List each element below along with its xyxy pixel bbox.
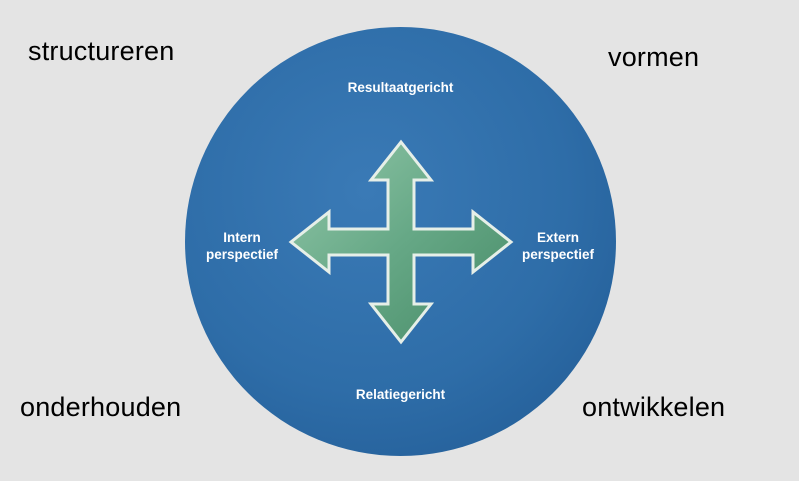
label-intern-line2: perspectief xyxy=(205,246,279,262)
corner-label-top-right: vormen xyxy=(608,42,700,72)
label-extern-line2: perspectief xyxy=(521,246,595,262)
label-extern-perspectief: Extern perspectief xyxy=(503,230,613,264)
label-extern-line1: Extern xyxy=(536,230,580,245)
four-way-arrow-icon xyxy=(281,132,521,352)
label-resultaatgericht: Resultaatgericht xyxy=(347,80,454,95)
corner-label-bottom-left: onderhouden xyxy=(20,392,182,422)
label-intern-perspectief: Intern perspectief xyxy=(187,230,297,264)
perspective-circle: Resultaatgericht Relatiegericht Intern p… xyxy=(185,27,616,456)
corner-label-bottom-right: ontwikkelen xyxy=(582,392,726,422)
corner-label-top-left: structureren xyxy=(28,36,175,66)
label-relatiegericht: Relatiegericht xyxy=(355,387,446,402)
label-intern-line1: Intern xyxy=(223,230,261,245)
